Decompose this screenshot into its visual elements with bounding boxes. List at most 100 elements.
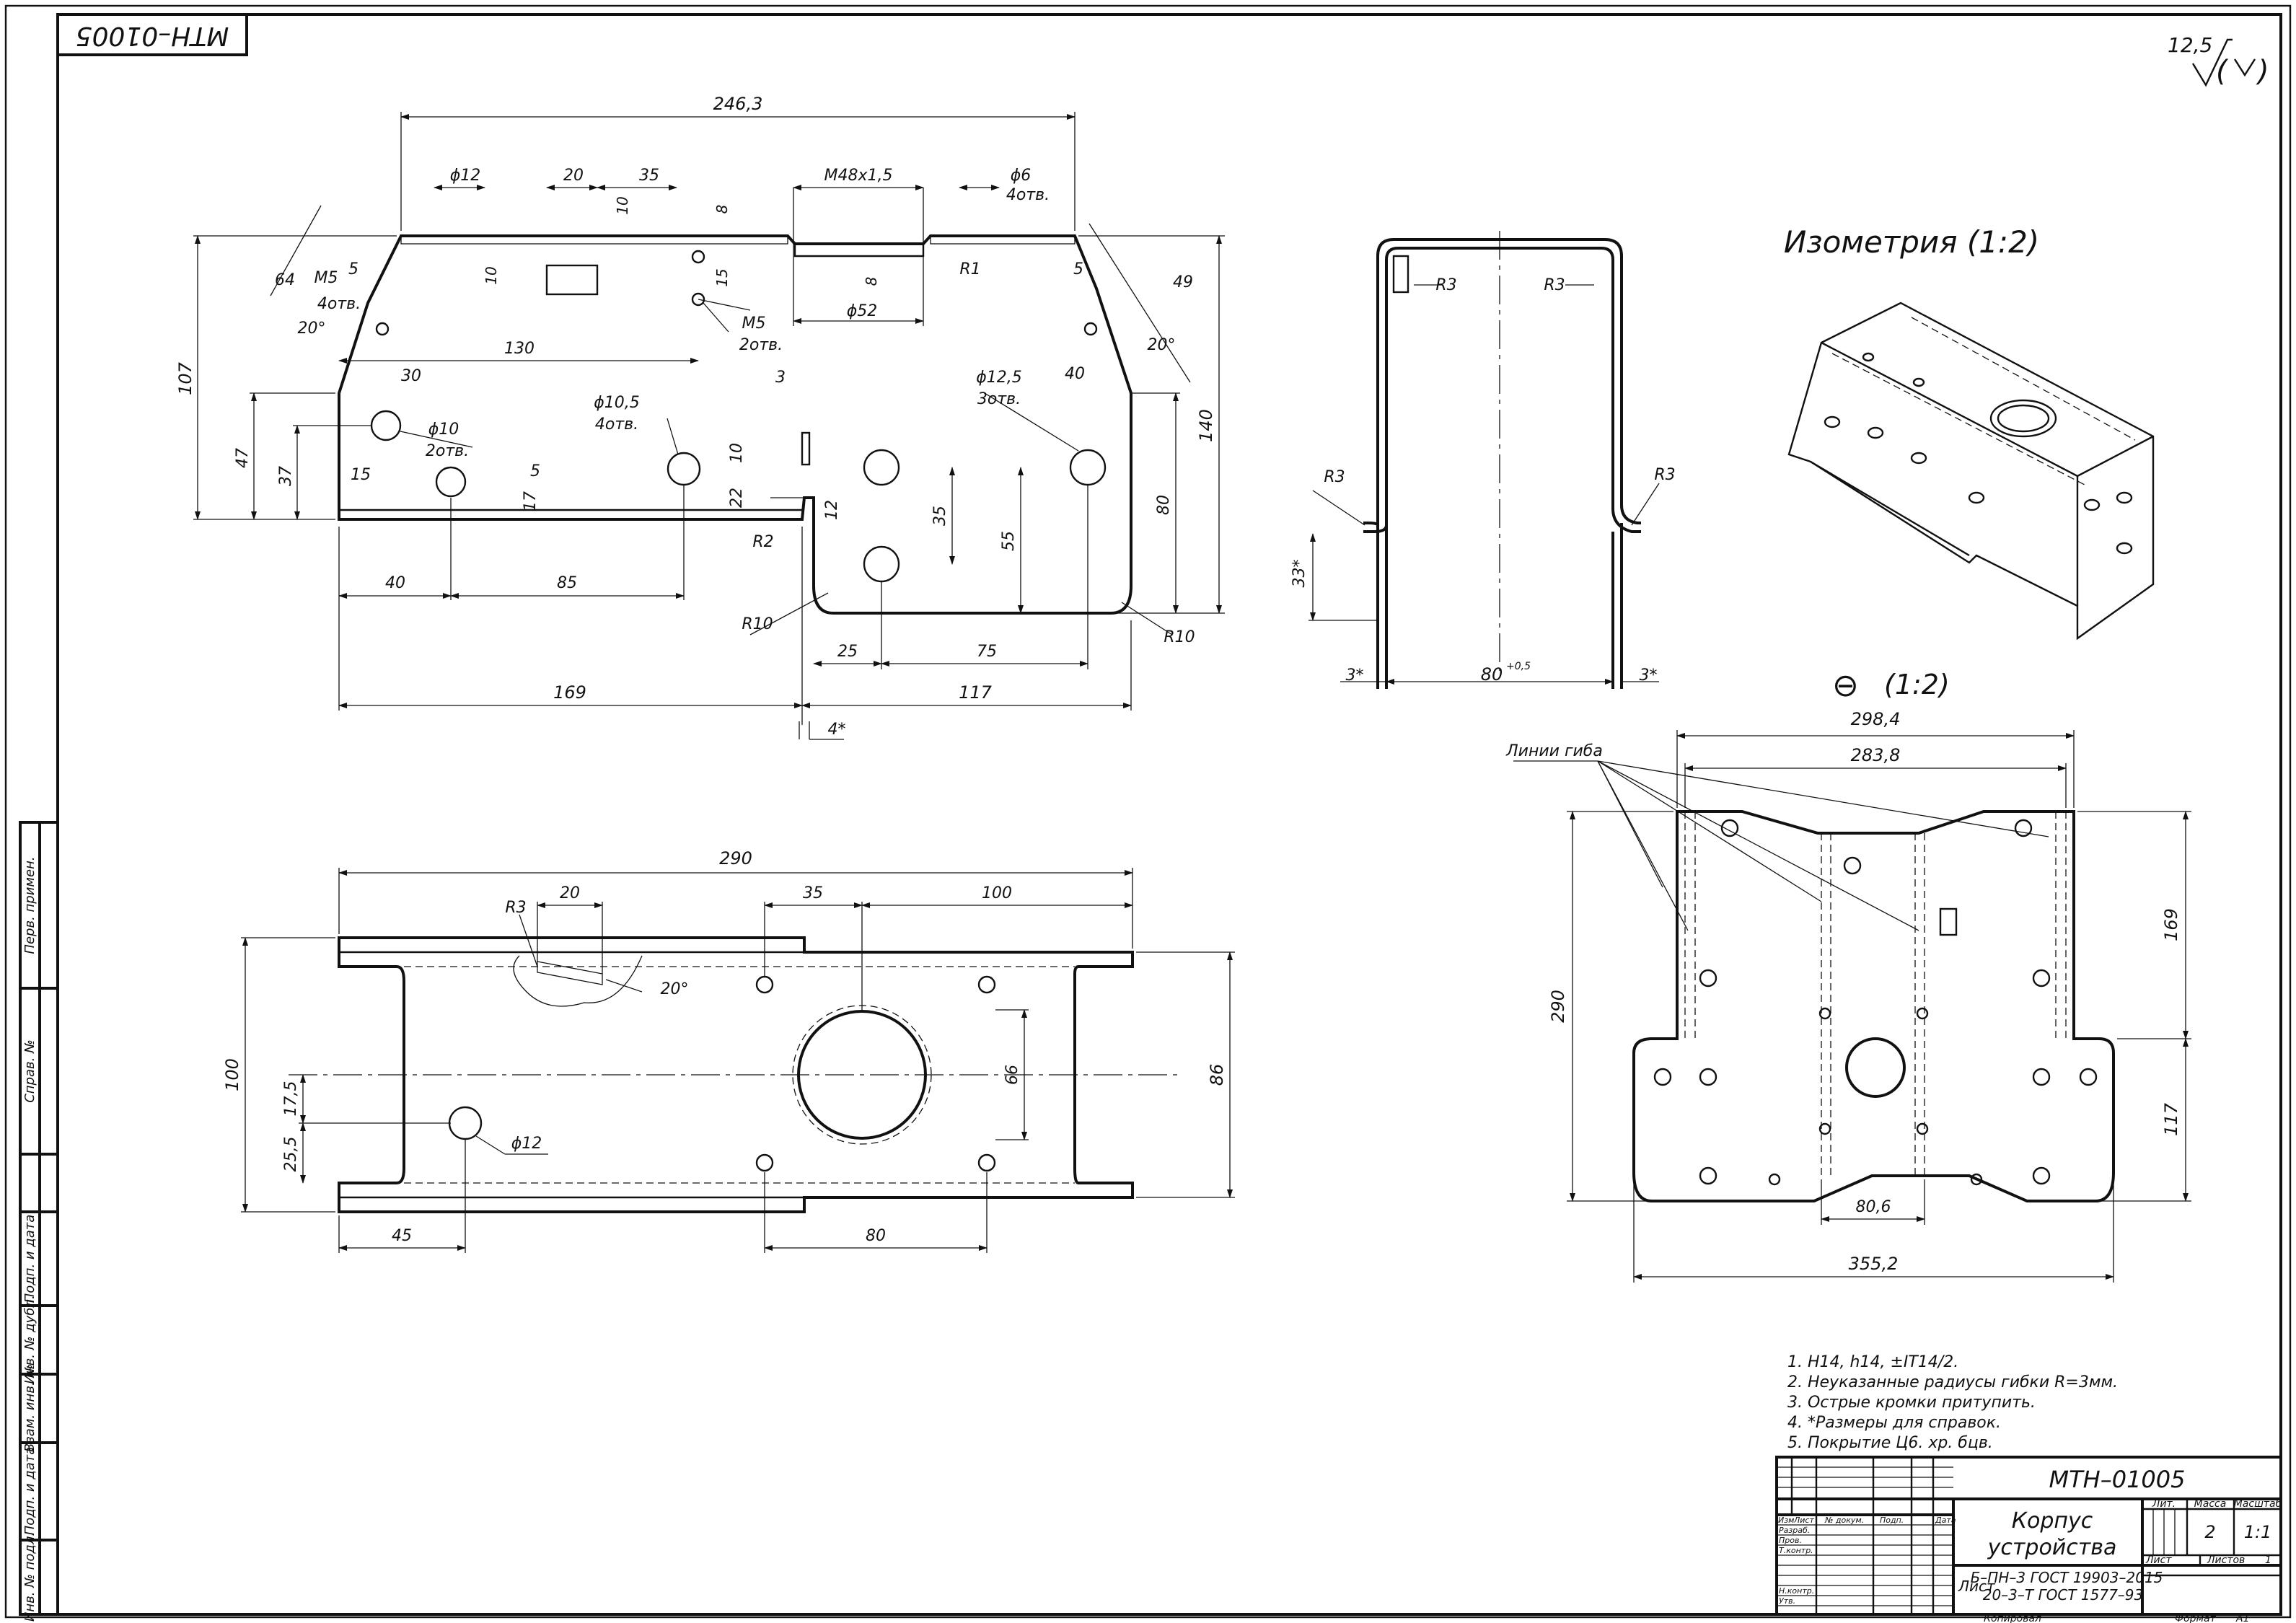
sheet-frame [4, 4, 2292, 1619]
top-view: 290 R3 20 35 100 100 86 66 20° 17,5 25,5… [222, 848, 1235, 1253]
dim-140: 140 [1196, 409, 1216, 442]
dim-holes2b: 2отв. [426, 442, 469, 460]
dim-40: 40 [1065, 365, 1085, 383]
dim-20deg-a: 20° [298, 320, 326, 338]
top-66: 66 [1003, 1065, 1021, 1085]
flat-2984: 298,4 [1851, 709, 1901, 729]
dim-22: 22 [728, 488, 746, 508]
title-block: МТН–01005 Корпус устройства Б–ПН–3 ГОСТ … [1775, 1456, 2282, 1623]
dim-20: 20 [563, 167, 584, 185]
tb-material-2: 20–3–Т ГОСТ 1577–93 [1983, 1586, 2144, 1604]
dim-15: 15 [713, 268, 731, 286]
dim-3: 3 [775, 369, 786, 387]
tb-col-doc: № докум. [1824, 1516, 1864, 1525]
rotated-code: МТН–01005 [76, 21, 229, 50]
dim-55: 55 [1000, 531, 1018, 551]
tb-row-tkontr: Т.контр. [1779, 1546, 1813, 1555]
dim-85: 85 [557, 574, 577, 592]
stamp-inv-dubl: Инв. № дубл. [22, 1295, 38, 1384]
stamp-sprav: Справ. № [22, 1039, 38, 1103]
side-3a: 3* [1346, 667, 1364, 685]
dim-20deg-b: 20° [1148, 336, 1176, 354]
tb-listov-val: 1 [2265, 1554, 2271, 1566]
dim-r10a: R10 [742, 615, 773, 633]
note-3: 3. Острые кромки притупить. [1787, 1394, 2036, 1412]
top-r3: R3 [505, 899, 526, 917]
tb-row-nkontr: Н.контр. [1779, 1586, 1814, 1596]
flat-806: 80,6 [1856, 1198, 1891, 1216]
dim-49: 49 [1173, 273, 1193, 291]
tb-copied: Копировал [1984, 1613, 2041, 1623]
side-stamp: Перв. примен. Справ. № Подп. и дата Инв.… [19, 821, 59, 1622]
tb-row-prov: Пров. [1779, 1536, 1802, 1545]
dim-47: 47 [234, 448, 252, 468]
tb-masshtab: Масштаб [2234, 1498, 2282, 1510]
tb-massa: Масса [2194, 1498, 2227, 1510]
top-100v: 100 [222, 1058, 242, 1091]
dim-phi6: ϕ6 [1011, 167, 1032, 185]
flat-bend-lines: Линии гиба [1505, 742, 1603, 760]
top-290: 290 [719, 848, 752, 868]
top-35: 35 [803, 884, 823, 902]
rotated-code-box: МТН–01005 [56, 13, 248, 56]
dim-64: 64 [275, 271, 295, 289]
side-r3b: R3 [1544, 276, 1565, 294]
top-100: 100 [982, 884, 1012, 902]
note-1: 1. H14, h14, ±IT14/2. [1787, 1353, 1958, 1371]
side-r3d: R3 [1654, 466, 1675, 484]
dim-75: 75 [977, 643, 997, 661]
dim-8a: 8 [713, 205, 731, 214]
tb-format-val: A1 [2235, 1613, 2249, 1623]
top-20deg: 20° [661, 980, 689, 998]
tb-name-2: устройства [1987, 1535, 2117, 1560]
dim-37: 37 [277, 466, 295, 486]
stamp-perv-primen: Перв. примен. [22, 856, 38, 954]
top-255: 25,5 [282, 1137, 300, 1172]
isometry-view: Изометрия (1:2) [1784, 224, 2155, 641]
flat-169: 169 [2161, 908, 2181, 941]
tb-material-1: Б–ПН–3 ГОСТ 19903–2015 [1971, 1569, 2163, 1586]
dim-phi125: ϕ12,5 [976, 369, 1022, 387]
tb-list: Лист [2145, 1554, 2172, 1566]
top-phi12: ϕ12 [511, 1135, 542, 1153]
isometry-title: Изометрия (1:2) [1784, 224, 2039, 260]
dim-169: 169 [553, 682, 586, 703]
stamp-inv-podl: Инв. № подл. [22, 1532, 38, 1622]
dim-m5b: M5 [742, 315, 766, 333]
dim-10b: 10 [483, 266, 500, 284]
flat-3552: 355,2 [1849, 1254, 1899, 1274]
dim-10a: 10 [614, 196, 631, 214]
dim-phi10: ϕ10 [428, 421, 459, 439]
side-33: 33* [1290, 560, 1308, 588]
tb-masshtab-val: 1:1 [2244, 1522, 2272, 1542]
tb-lit: Лит. [2152, 1498, 2176, 1510]
dim-5b: 5 [1073, 260, 1083, 278]
dim-phi52: ϕ52 [847, 302, 878, 320]
dim-holes2: 2отв. [739, 336, 783, 354]
top-86: 86 [1207, 1064, 1227, 1086]
dim-5c: 5 [530, 462, 540, 480]
tb-material-prefix: Лист [1958, 1578, 1996, 1595]
dim-35b: 35 [931, 506, 949, 526]
side-r3a: R3 [1435, 276, 1456, 294]
roughness-symbol: 12,5 ( ) [2168, 33, 2269, 88]
tb-col-list: Лист [1793, 1516, 1814, 1525]
tb-row-razrab: Разраб. [1779, 1526, 1810, 1535]
svg-text:(: ( [2216, 55, 2229, 88]
dim-10c: 10 [728, 443, 746, 463]
dim-holes4: 4отв. [1006, 186, 1050, 204]
flat-117: 117 [2161, 1102, 2181, 1136]
dim-80: 80 [1155, 495, 1173, 515]
dim-12: 12 [823, 500, 841, 520]
dim-phi12: ϕ12 [450, 167, 481, 185]
dim-phi105: ϕ10,5 [594, 394, 640, 412]
dim-30: 30 [401, 367, 421, 385]
dim-holes3: 3отв. [977, 390, 1021, 408]
dim-r1: R1 [959, 260, 980, 278]
dim-130: 130 [504, 340, 535, 358]
flat-pattern-view: ⊖ (1:2) [1505, 667, 2191, 1283]
dim-8b: 8 [863, 277, 880, 286]
dim-m48: M48x1,5 [824, 167, 893, 185]
tb-listov: Листов [2207, 1554, 2245, 1566]
note-5: 5. Покрытие Ц6. хр. бцв. [1787, 1434, 1993, 1452]
